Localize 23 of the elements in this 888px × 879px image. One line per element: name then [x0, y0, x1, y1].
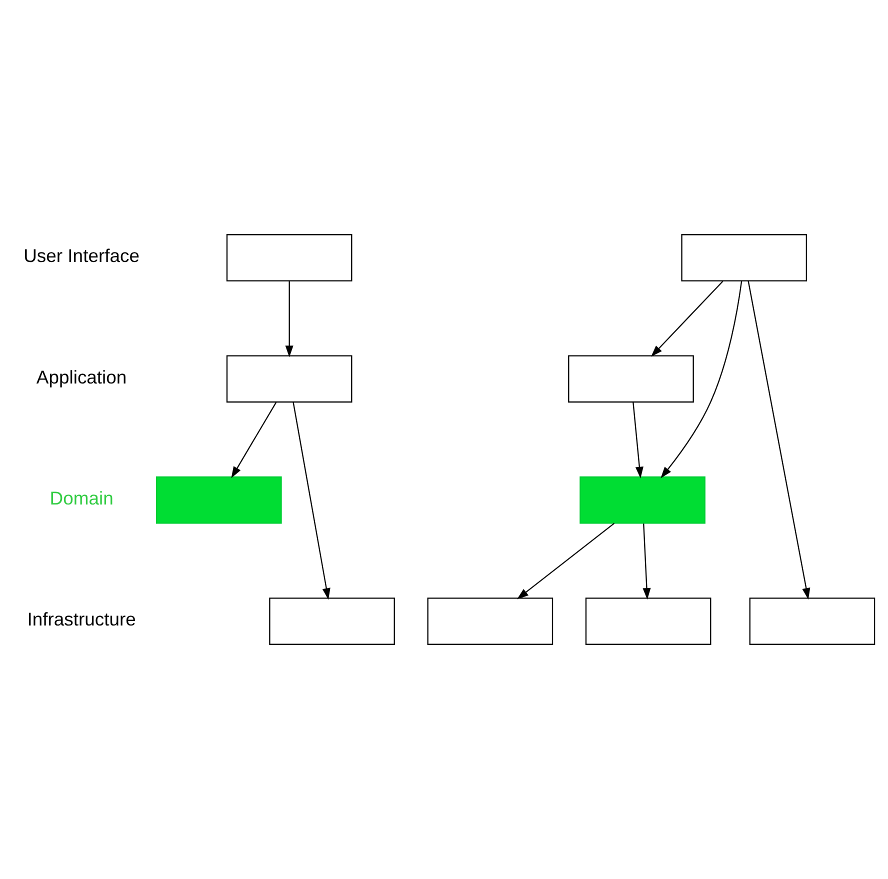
- node-box: [269, 598, 395, 645]
- node-box: [585, 598, 712, 645]
- node-box: [580, 476, 706, 524]
- node-box: [226, 355, 352, 403]
- arrow: [292, 402, 330, 600]
- node-box: [681, 234, 808, 282]
- arrow: [650, 280, 724, 357]
- arrow: [748, 280, 810, 600]
- arrow: [632, 402, 644, 478]
- label: Application: [36, 366, 127, 388]
- arrow: [285, 281, 294, 358]
- node-box: [749, 598, 876, 645]
- node-box: [568, 355, 694, 403]
- arrow: [642, 524, 651, 600]
- arrow: [660, 280, 742, 478]
- node-box: [427, 598, 554, 645]
- arrow: [516, 522, 615, 600]
- node-box: [156, 476, 282, 524]
- arrow: [231, 402, 277, 478]
- label: Domain: [50, 487, 114, 508]
- label: Infrastructure: [27, 608, 136, 630]
- node-box: [226, 234, 352, 282]
- label: User Interface: [24, 245, 140, 266]
